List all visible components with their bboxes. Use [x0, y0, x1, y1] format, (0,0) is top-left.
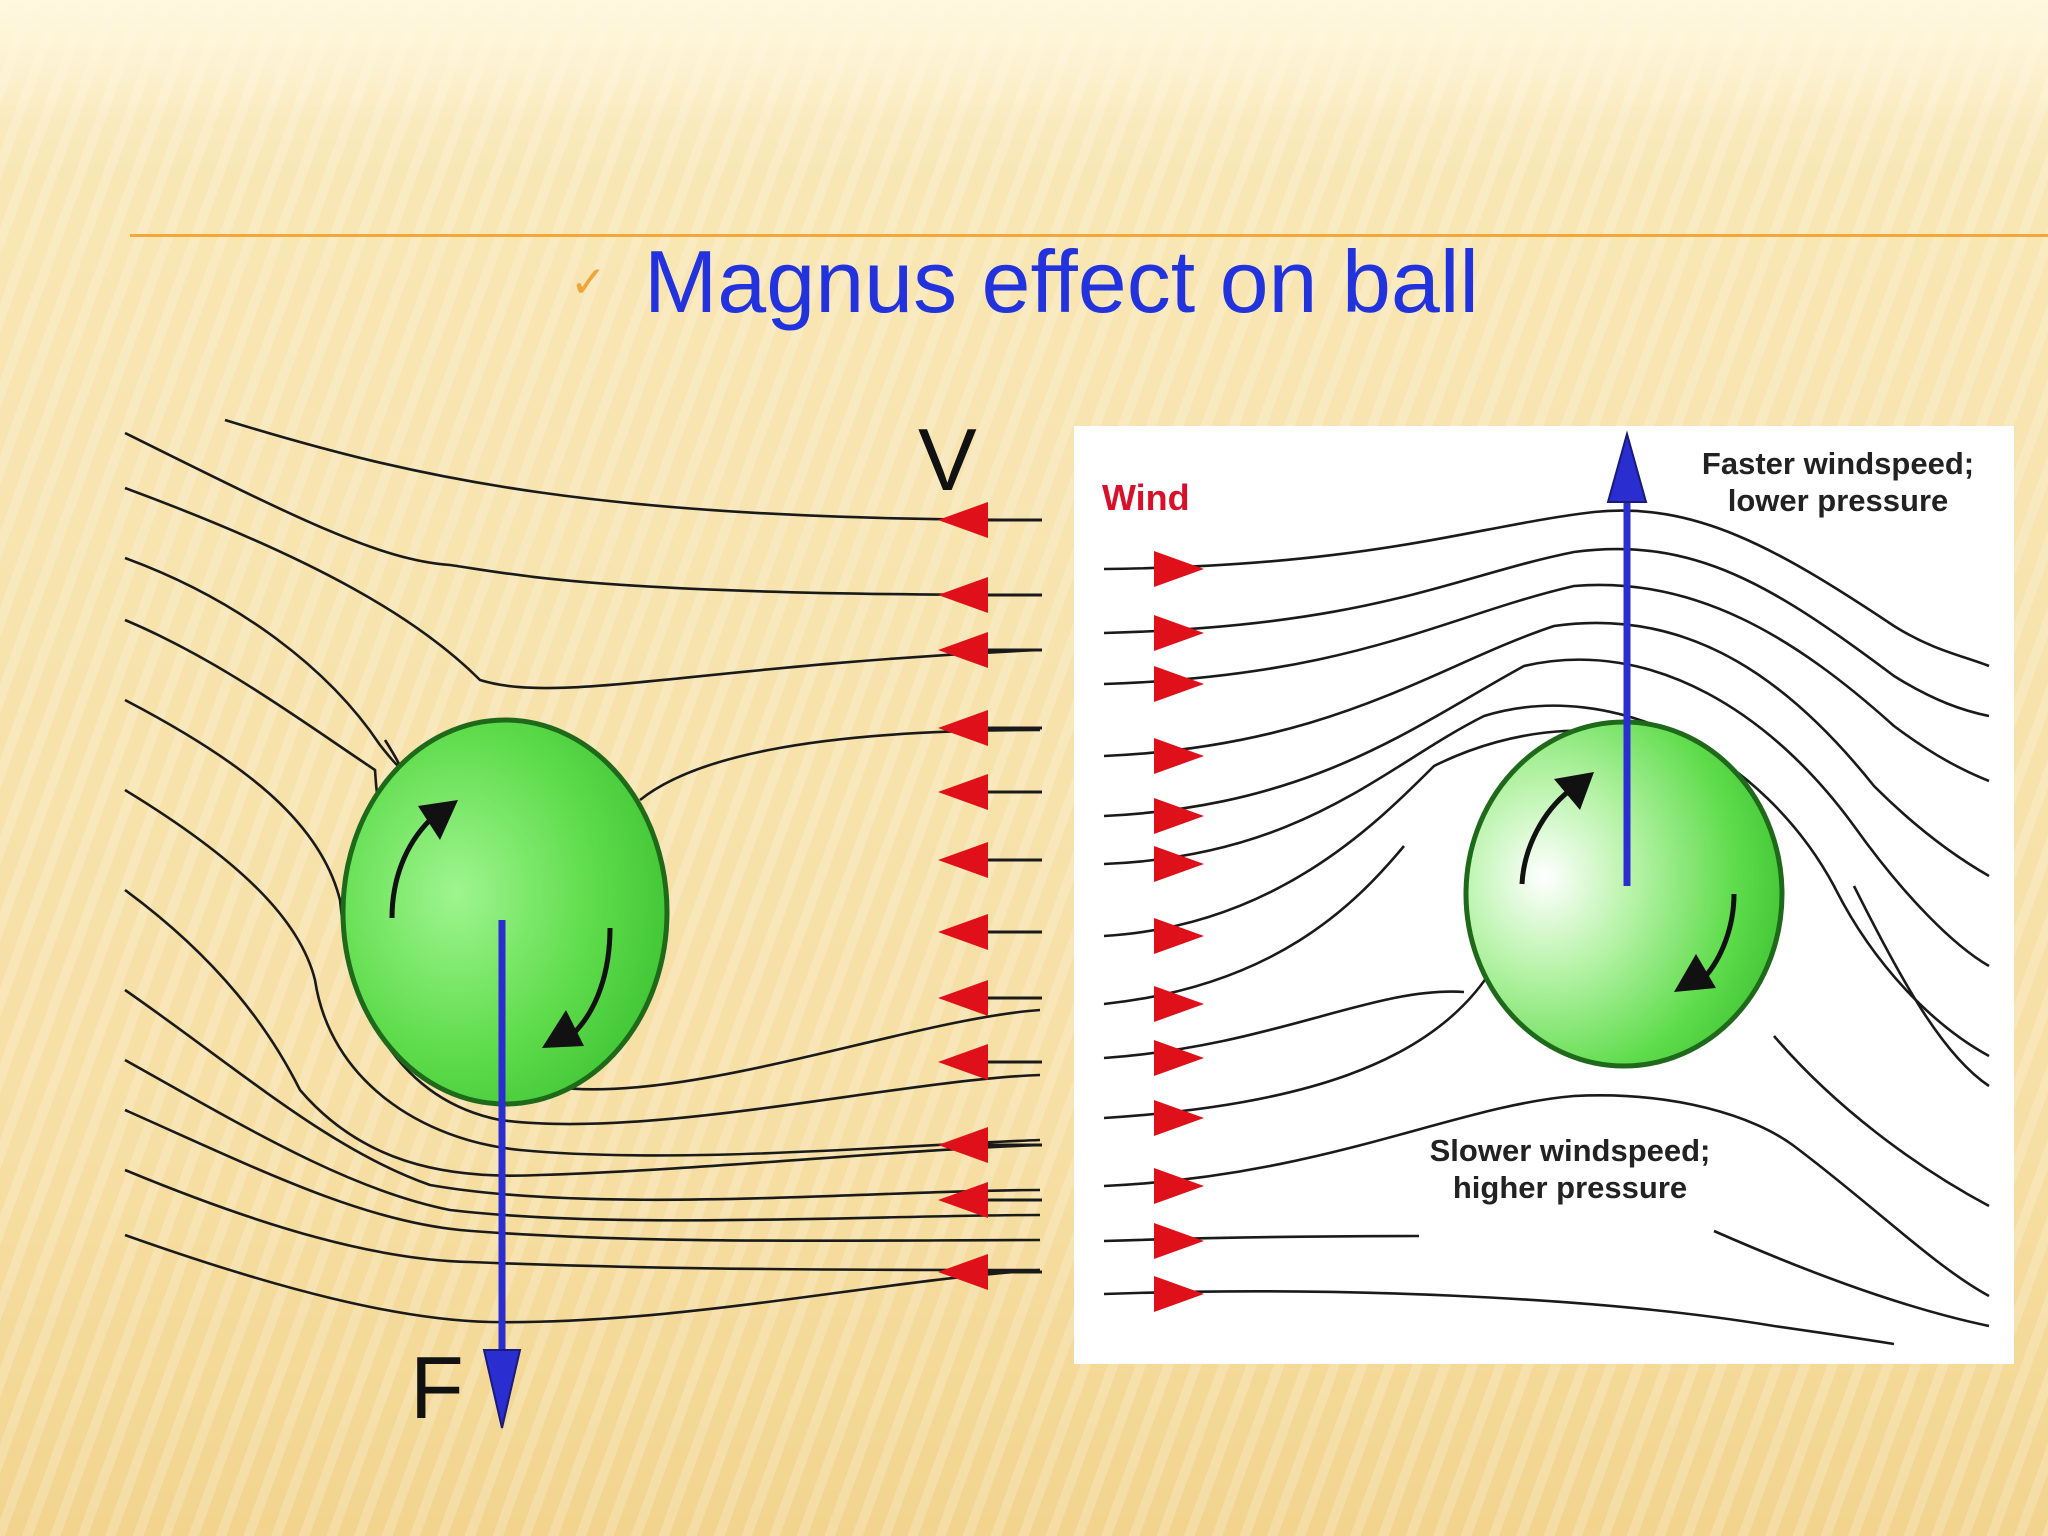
streamline — [1103, 1290, 1895, 1346]
spin-arrowhead-icon — [542, 1010, 584, 1048]
wind-arrow-icon — [1154, 738, 1204, 774]
wind-arrow-icon — [938, 710, 988, 746]
wind-arrow-icon — [1154, 615, 1204, 651]
velocity-label: V — [918, 410, 977, 509]
streamline — [1852, 885, 1990, 1088]
streamline — [124, 431, 1041, 597]
wind-arrow-icon — [1154, 846, 1204, 882]
streamline — [1713, 1229, 1990, 1328]
wind-arrow-icon — [1154, 1100, 1204, 1136]
left-wind-arrows — [938, 502, 988, 1290]
wind-arrow-icon — [1154, 551, 1204, 587]
wind-arrow-icon — [938, 1254, 988, 1290]
streamline — [1103, 621, 1990, 878]
lift-arrow-icon — [1606, 430, 1648, 503]
wind-arrow-icon — [938, 1182, 988, 1218]
wind-arrow-icon — [1154, 798, 1204, 834]
wind-arrow-icon — [938, 632, 988, 668]
force-label: F — [410, 1338, 464, 1437]
left-magnus-diagram: V F — [124, 410, 1042, 1437]
wind-arrow-icon — [938, 1044, 988, 1080]
streamline — [124, 556, 402, 769]
lower-pressure-label: lower pressure — [1728, 483, 1949, 518]
wind-arrow-icon — [938, 842, 988, 878]
slide-background-glow — [0, 0, 2048, 120]
spin-arrow-icon — [1519, 789, 1571, 885]
streamline — [124, 1168, 1041, 1272]
wind-arrow-icon — [1154, 1223, 1204, 1259]
streamline — [1103, 509, 1990, 668]
spin-arrowhead-icon — [1674, 954, 1716, 992]
force-arrow-icon — [482, 1349, 522, 1429]
spin-arrowhead-icon — [1554, 772, 1594, 810]
streamline — [1103, 1094, 1990, 1298]
streamline — [124, 1058, 1041, 1222]
streamline — [1103, 704, 1990, 1058]
streamline — [124, 1233, 1041, 1324]
wind-arrow-icon — [1154, 986, 1204, 1022]
slide-title: Magnus effect on ball — [644, 232, 1479, 331]
wind-label: Wind — [1102, 477, 1190, 518]
faster-windspeed-label: Faster windspeed; — [1702, 446, 1974, 481]
streamline — [224, 418, 1041, 522]
right-streamlines — [1103, 509, 1990, 1346]
slide-title-row: ✓ Magnus effect on ball — [570, 232, 1479, 332]
streamline — [1103, 658, 1990, 968]
slower-windspeed-label: Slower windspeed; — [1430, 1133, 1711, 1168]
wind-arrow-icon — [938, 577, 988, 613]
streamline — [1773, 1035, 1990, 1208]
wind-arrow-icon — [938, 914, 988, 950]
spin-arrowhead-icon — [418, 800, 458, 840]
streamline — [124, 486, 1041, 690]
wind-arrow-icon — [938, 1127, 988, 1163]
wind-arrow-icon — [1154, 918, 1204, 954]
check-icon: ✓ — [570, 256, 607, 308]
spin-arrow-icon — [389, 818, 432, 919]
wind-arrow-icon — [1154, 1168, 1204, 1204]
wind-arrow-icon — [938, 980, 988, 1016]
wind-arrow-icon — [1154, 1040, 1204, 1076]
spin-arrow-icon — [570, 927, 613, 1037]
right-magnus-diagram: Wind Faster windspeed; lower pressure Sl… — [1074, 426, 2014, 1364]
streamline — [124, 788, 1041, 1157]
streamline — [124, 888, 1041, 1177]
title-divider-line — [130, 234, 2048, 237]
wind-arrow-icon — [1154, 1276, 1204, 1312]
streamline — [124, 698, 1041, 1126]
wind-arrow-icon — [1154, 666, 1204, 702]
streamline — [1103, 583, 1990, 783]
right-wind-arrows — [1154, 551, 1204, 1312]
spin-arrow-icon — [1702, 893, 1737, 980]
wind-arrow-icon — [938, 774, 988, 810]
streamline — [1103, 547, 1990, 718]
higher-pressure-label: higher pressure — [1453, 1170, 1687, 1205]
streamline — [124, 988, 1041, 1202]
wind-arrow-icon — [938, 502, 988, 538]
